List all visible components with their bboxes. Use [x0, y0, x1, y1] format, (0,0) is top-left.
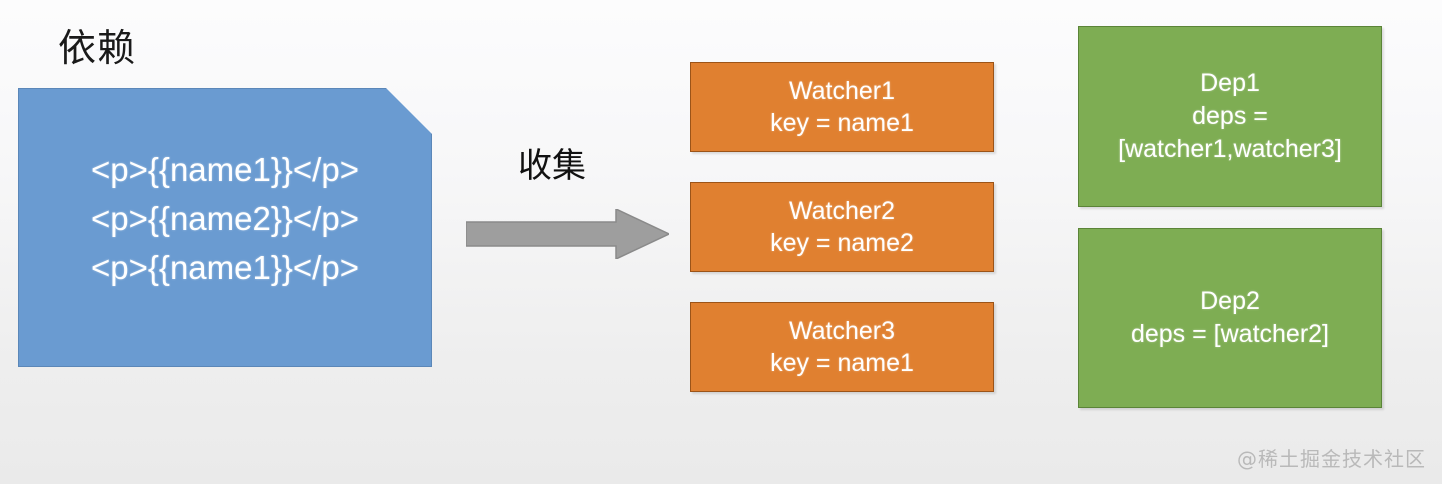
dep-deps-value: [watcher1,watcher3]: [1118, 135, 1342, 163]
watcher-key: key = name1: [770, 109, 914, 137]
collect-arrow-group: 收集: [466, 145, 672, 260]
template-line-2: <p>{{name2}}</p>: [91, 200, 359, 237]
watcher-title: Watcher1: [788, 77, 896, 105]
template-line-1: <p>{{name1}}</p>: [91, 151, 359, 188]
dependency-label: 依赖: [58, 26, 137, 70]
dep-box-1: Dep1 deps = [watcher1,watcher3]: [1078, 26, 1382, 207]
dep-deps-label: deps =: [1192, 102, 1268, 130]
watermark: @稀土掘金技术社区: [1237, 447, 1426, 471]
watcher-box-3: Watcher3 key = name1: [690, 302, 994, 392]
watcher-key: key = name1: [770, 349, 914, 377]
watcher-key: key = name2: [770, 229, 914, 257]
dep-box-2: Dep2 deps = [watcher2]: [1078, 228, 1382, 408]
watcher-box-2: Watcher2 key = name2: [690, 182, 994, 272]
watcher-box-1: Watcher1 key = name1: [690, 62, 994, 152]
watcher-title: Watcher3: [788, 317, 896, 345]
dep-title: Dep1: [1200, 69, 1260, 97]
template-line-3: <p>{{name1}}</p>: [91, 249, 359, 286]
template-source-box: <p>{{name1}}</p> <p>{{name2}}</p> <p>{{n…: [18, 88, 432, 367]
dep-title: Dep2: [1200, 287, 1260, 315]
dep-deps-value: deps = [watcher2]: [1130, 320, 1330, 348]
right-arrow-icon: [466, 209, 669, 259]
collect-label: 收集: [518, 146, 586, 186]
watcher-title: Watcher2: [788, 197, 896, 225]
